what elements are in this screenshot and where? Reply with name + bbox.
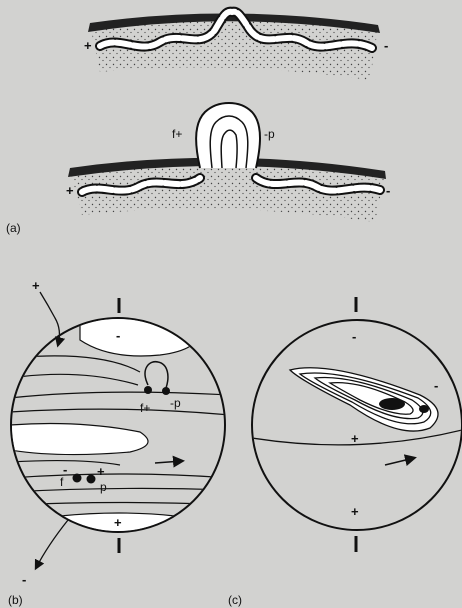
label-f-plus: f+ [140, 401, 150, 415]
panel-a: + - f+ -p + - (a) [6, 12, 390, 235]
south-plus-sign: + [351, 504, 359, 519]
sign-bottom-left: - [22, 572, 26, 587]
panel-a-bottom-section: f+ -p + - [66, 103, 390, 222]
sunspot-c-large [379, 398, 405, 410]
sunspot-minus-p [162, 387, 170, 395]
center-plus-sign: + [351, 431, 359, 446]
label-p: p [100, 480, 107, 494]
sunspot-c-small [419, 405, 429, 413]
small-minus: - [63, 462, 67, 477]
north-minus-sign: - [352, 329, 356, 344]
sunspot-f [73, 474, 82, 483]
north-region-sign: - [116, 328, 120, 343]
panel-b-label: (b) [8, 593, 23, 607]
bottom-left-sign: + [66, 183, 74, 198]
panel-a-label: (a) [6, 221, 21, 235]
outgoing-field-line [36, 520, 68, 568]
panel-b: + - + f+ -p f p - + - (b) [8, 278, 230, 607]
south-region-sign: + [114, 515, 122, 530]
emerging-flux-loop [196, 103, 260, 168]
panel-a-top-section: + - [84, 12, 388, 80]
small-plus: + [97, 464, 105, 479]
label-minus-p: -p [170, 396, 181, 410]
loop-left-label: f+ [172, 127, 182, 141]
right-minus-sign: - [434, 378, 438, 393]
loop-right-label: -p [264, 127, 275, 141]
top-left-sign: + [84, 38, 92, 53]
sunspot-f-plus [144, 386, 152, 394]
bottom-right-sign: - [386, 183, 390, 198]
sunspot-p [87, 475, 96, 484]
panel-c-label: (c) [228, 593, 242, 607]
sign-top-left: + [32, 278, 40, 293]
panel-c: - - + + (c) [228, 297, 462, 607]
top-right-sign: - [384, 38, 388, 53]
